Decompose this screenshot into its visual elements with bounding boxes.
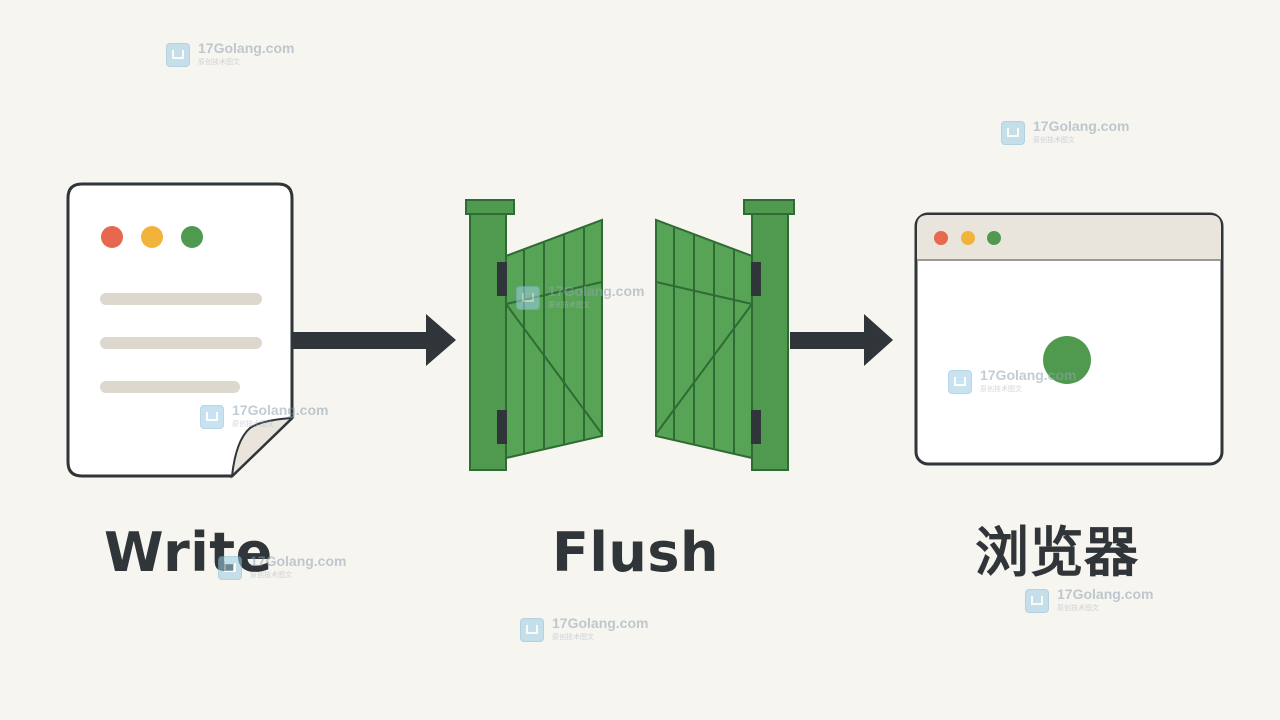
- 17golang-logo-icon: [166, 43, 190, 67]
- browser-label: 浏览器: [975, 521, 1139, 584]
- watermark-sub: 原创技术图文: [548, 301, 590, 309]
- watermark-site: 17Golang.com: [198, 40, 295, 56]
- 17golang-logo-icon: [218, 556, 242, 580]
- 17golang-logo-icon: [520, 618, 544, 642]
- window-dot-yellow: [141, 226, 163, 248]
- text-line: [100, 293, 262, 305]
- watermark-sub: 原创技术图文: [980, 385, 1022, 393]
- text-line: [100, 381, 240, 393]
- watermark-sub: 原创技术图文: [1057, 604, 1099, 612]
- watermark-sub: 原创技术图文: [250, 571, 292, 579]
- watermark-site: 17Golang.com: [548, 283, 645, 299]
- watermark-sub: 原创技术图文: [1033, 136, 1075, 144]
- watermark-site: 17Golang.com: [250, 553, 347, 569]
- text-line: [100, 337, 262, 349]
- browser-window-icon: [914, 212, 1224, 466]
- watermark-site: 17Golang.com: [980, 367, 1077, 383]
- window-dot-green: [987, 231, 1001, 245]
- 17golang-logo-icon: [200, 405, 224, 429]
- write-label: Write: [104, 521, 273, 584]
- window-dot-red: [934, 231, 948, 245]
- 17golang-logo-icon: [1025, 589, 1049, 613]
- gate-icon: [465, 199, 795, 471]
- watermark-site: 17Golang.com: [1057, 586, 1154, 602]
- flush-label: Flush: [552, 521, 719, 584]
- 17golang-logo-icon: [948, 370, 972, 394]
- watermark-sub: 原创技术图文: [232, 420, 274, 428]
- window-dot-red: [101, 226, 123, 248]
- 17golang-logo-icon: [516, 286, 540, 310]
- 17golang-logo-icon: [1001, 121, 1025, 145]
- content-dot: [1043, 336, 1091, 384]
- watermark-site: 17Golang.com: [232, 402, 329, 418]
- arrow-right-icon: [292, 314, 456, 366]
- watermark-sub: 原创技术图文: [552, 633, 594, 641]
- watermark-site: 17Golang.com: [1033, 118, 1130, 134]
- window-dot-yellow: [961, 231, 975, 245]
- arrow-right-icon: [790, 314, 893, 366]
- window-dot-green: [181, 226, 203, 248]
- watermark-sub: 原创技术图文: [198, 58, 240, 66]
- document-icon: [66, 182, 295, 479]
- watermark-site: 17Golang.com: [552, 615, 649, 631]
